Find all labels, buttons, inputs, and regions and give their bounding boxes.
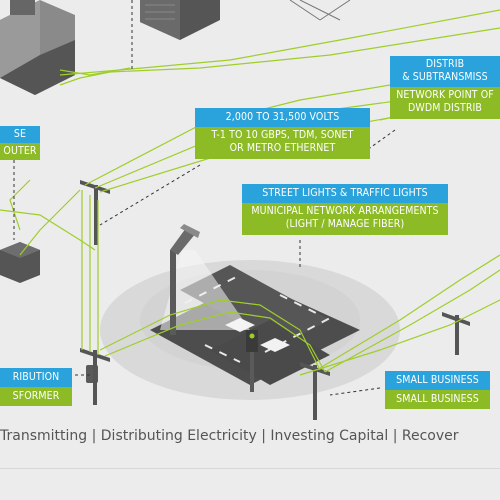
- callout-voltage-header: 2,000 TO 31,500 VOLTS: [195, 108, 370, 128]
- callout-top-right-line1: DISTRIB: [425, 58, 465, 70]
- callout-top-right-line4: DWDM DISTRIB: [408, 102, 482, 115]
- traffic-light: [246, 330, 258, 352]
- callout-top-right-line3: NETWORK POINT OF: [396, 89, 494, 102]
- callout-street-header: STREET LIGHTS & TRAFFIC LIGHTS: [242, 184, 448, 204]
- footer-caption: Transmitting | Distributing Electricity …: [0, 428, 459, 444]
- callout-voltage-line1: T-1 TO 10 GBPS, TDM, SONET: [211, 129, 354, 142]
- callout-distribution-subtransmission: DISTRIB & SUBTRANSMISS NETWORK POINT OF …: [390, 56, 500, 119]
- callout-left-top-line1: SE: [0, 126, 40, 144]
- callout-small-business-line2: SMALL BUSINESS: [385, 390, 490, 410]
- callout-voltage: 2,000 TO 31,500 VOLTS T-1 TO 10 GBPS, TD…: [195, 108, 370, 160]
- road-diagonal-b: [210, 320, 330, 385]
- callout-voltage-line2: OR METRO ETHERNET: [229, 142, 336, 155]
- tower-top-right: [289, 0, 351, 21]
- callout-small-business: SMALL BUSINESS SMALL BUSINESS: [385, 371, 490, 410]
- leader-lines: [13, 0, 396, 396]
- street-light-pole: [170, 250, 176, 335]
- callout-street-line2: (LIGHT / MANAGE FIBER): [285, 218, 405, 231]
- callout-street-lights: STREET LIGHTS & TRAFFIC LIGHTS MUNICIPAL…: [242, 184, 448, 236]
- footer-divider: [0, 468, 500, 469]
- callout-distribution-transformer: RIBUTION SFORMER: [0, 368, 72, 407]
- callout-left-top: SE OUTER: [0, 126, 40, 161]
- building-top-center: [140, 0, 220, 40]
- callout-distribution-line1: RIBUTION: [0, 368, 72, 388]
- callout-small-business-line1: SMALL BUSINESS: [385, 371, 490, 391]
- transformer-box: [0, 242, 40, 283]
- callout-left-top-line2: OUTER: [0, 143, 40, 161]
- building-top-left: [0, 0, 75, 95]
- street-light-beam: [160, 250, 250, 330]
- callout-top-right-line2: & SUBTRANSMISS: [402, 71, 488, 84]
- callout-distribution-line2: SFORMER: [0, 387, 72, 407]
- callout-street-line1: MUNICIPAL NETWORK ARRANGEMENTS: [251, 205, 439, 218]
